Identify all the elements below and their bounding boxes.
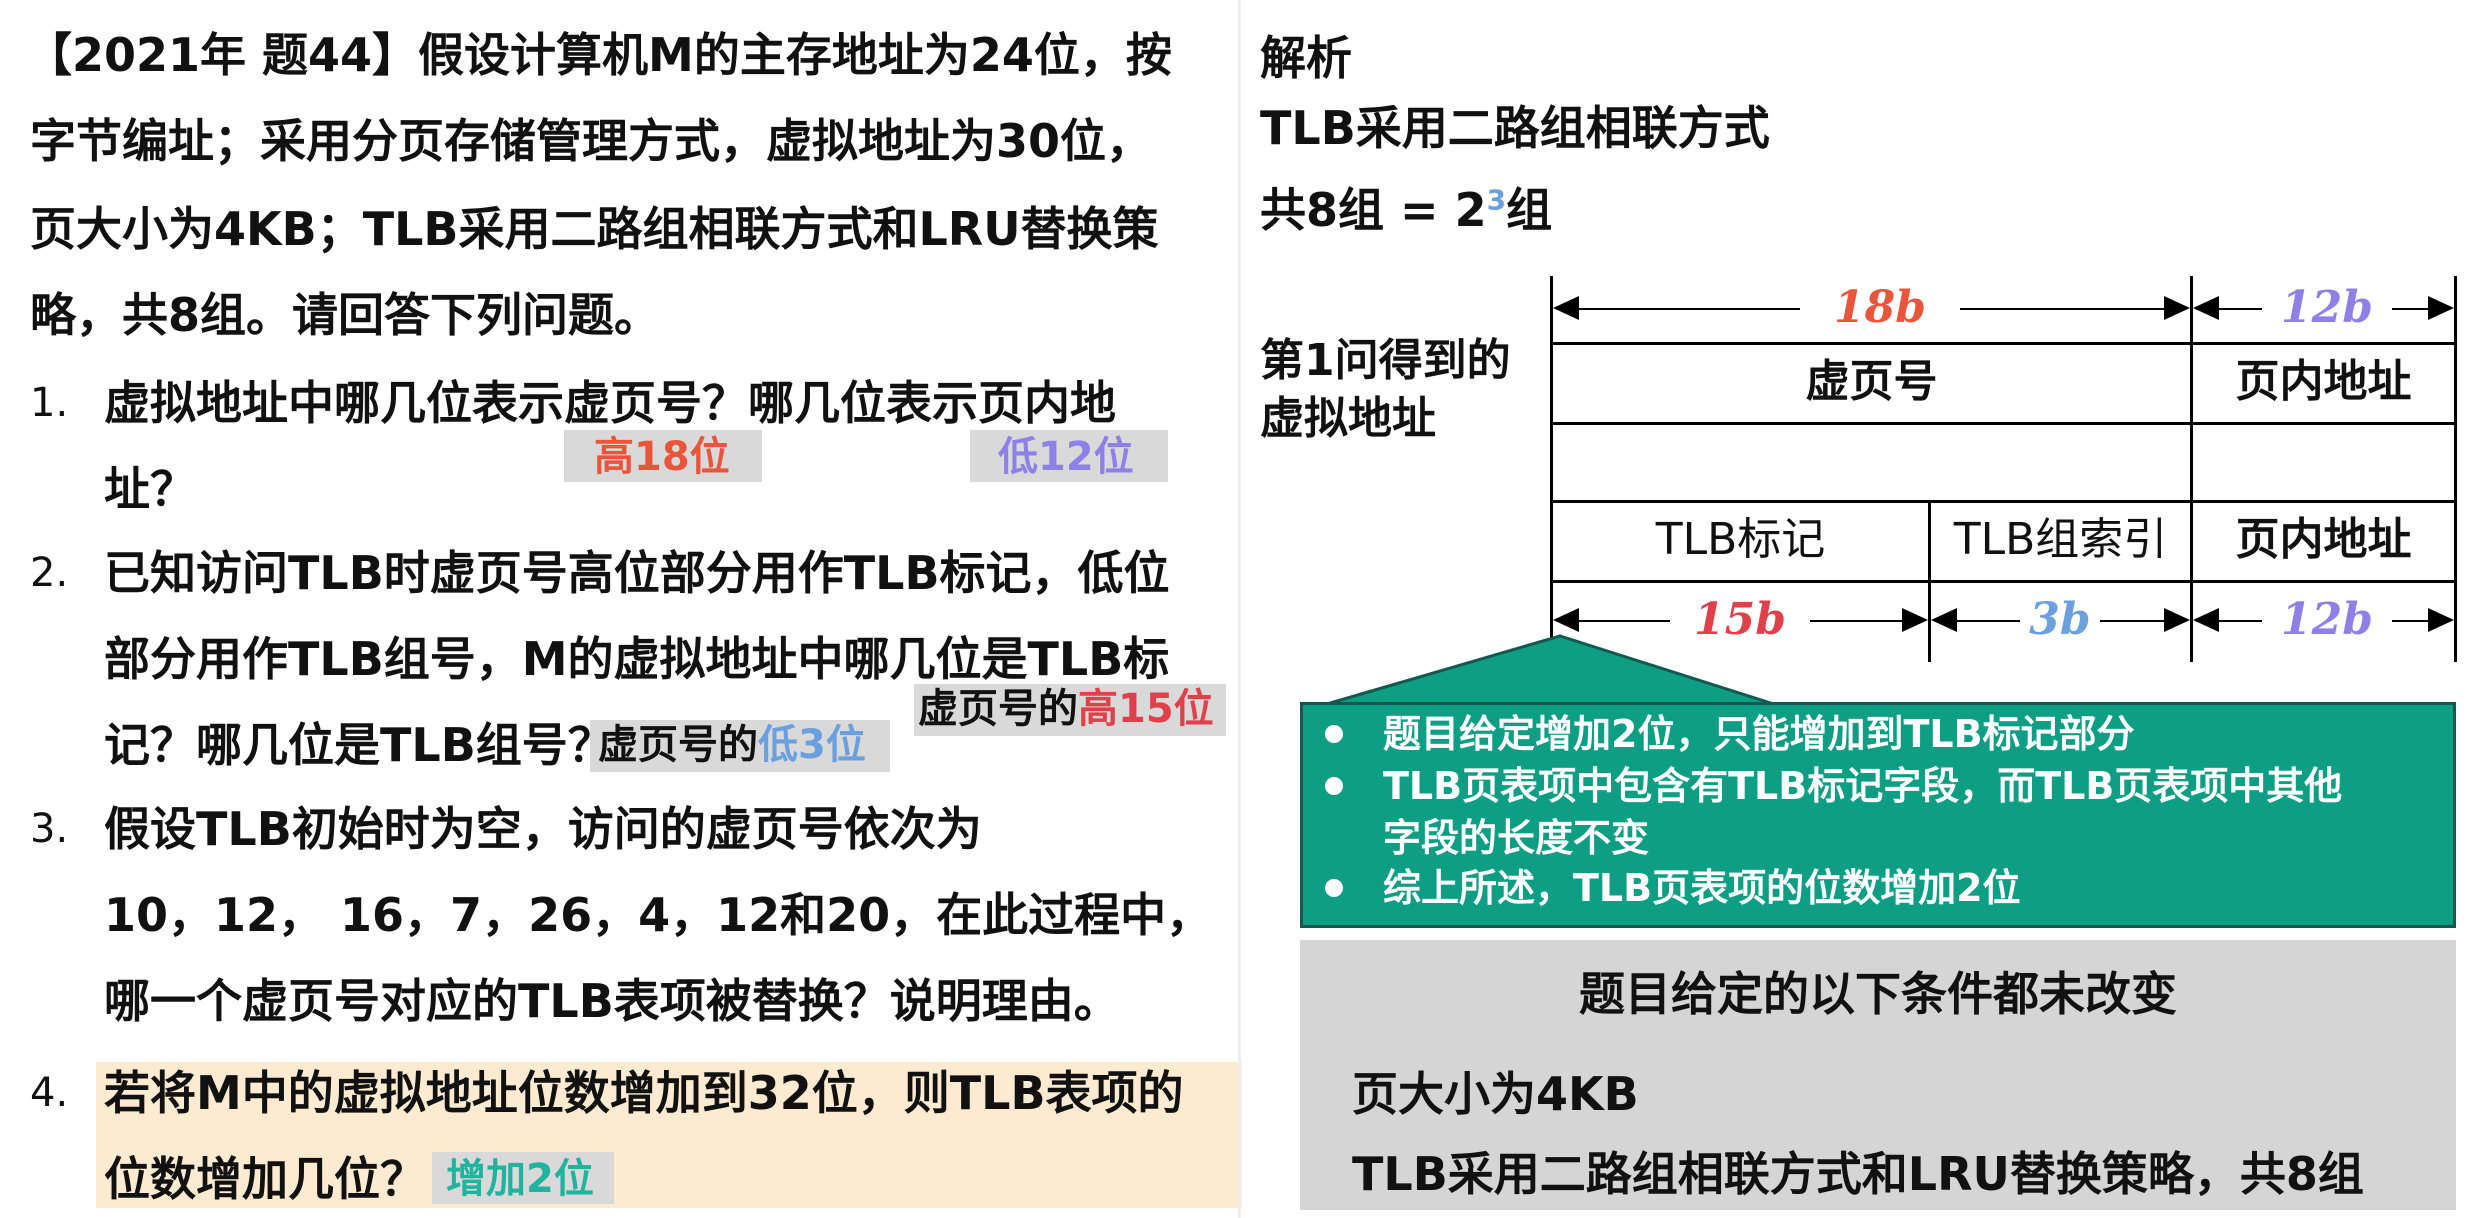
answer-q2-tag-prefix: 虚页号的 — [918, 686, 1078, 732]
dim-index-3b: 3b — [2020, 598, 2100, 642]
conditions-line-2: TLB采用二路组相联方式和LRU替换策略，共8组 — [1352, 1147, 2364, 1201]
callout-pointer — [1319, 634, 1781, 708]
analysis-line-2: 共8组 = 23组 — [1260, 174, 1552, 240]
question-2-line-3: 记？哪几位是TLB组号？ — [104, 718, 614, 772]
conditions-line-1: 页大小为4KB — [1352, 1067, 1639, 1121]
analysis-line-2-exponent: 3 — [1486, 183, 1507, 217]
callout-bullet-3: 综上所述，TLB页表项的位数增加2位 — [1383, 866, 2021, 910]
answer-q1-high-bits: 高18位 — [594, 434, 730, 480]
question-3-line-3: 哪一个虚页号对应的TLB表项被替换？说明理由。 — [104, 974, 1120, 1028]
callout-bullet-2-line-2: 字段的长度不变 — [1383, 816, 1650, 860]
question-3-line-2: 10，12， 16，7，26，4，12和20，在此过程中， — [104, 888, 1213, 942]
question-intro-line-2: 字节编址；采用分页存储管理方式，虚拟地址为30位， — [30, 114, 1153, 168]
question-3-number: 3. — [30, 806, 69, 852]
answer-q2-index-prefix: 虚页号的 — [598, 722, 758, 768]
question-4-line-2: 位数增加几位？ — [104, 1152, 426, 1206]
question-intro-line-3: 页大小为4KB；TLB采用二路组相联方式和LRU替换策 — [30, 202, 1159, 256]
unchanged-conditions-box: 题目给定的以下条件都未改变 页大小为4KB TLB采用二路组相联方式和LRU替换… — [1300, 940, 2456, 1210]
field-page-offset-top: 页内地址 — [2235, 356, 2412, 407]
answer-q1-low-bits: 低12位 — [998, 434, 1134, 480]
field-virtual-page-number: 虚页号 — [1805, 356, 1938, 407]
dim-offset-12b-bottom: 12b — [2262, 598, 2392, 642]
answer-q4: 增加2位 — [446, 1156, 594, 1202]
answer-q2-index: 虚页号的低3位 — [598, 722, 866, 768]
question-4-highlight — [96, 1062, 1242, 1208]
question-2-line-2: 部分用作TLB组号，M的虚拟地址中哪几位是TLB标 — [104, 632, 1170, 686]
question-3-line-1: 假设TLB初始时为空，访问的虚页号依次为 — [104, 802, 982, 856]
diagram-label-line-2: 虚拟地址 — [1260, 393, 1436, 444]
dim-tag-15b: 15b — [1670, 598, 1810, 642]
field-tlb-set-index: TLB组索引 — [1953, 514, 2168, 565]
answer-highlight-q4 — [432, 1152, 614, 1204]
callout-box: 题目给定增加2位，只能增加到TLB标记部分 TLB页表项中包含有TLB标记字段，… — [1300, 702, 2456, 928]
callout-bullet-1: 题目给定增加2位，只能增加到TLB标记部分 — [1383, 712, 2135, 756]
analysis-line-2-prefix: 共8组 = 2 — [1260, 183, 1487, 237]
analysis-line-2-suffix: 组 — [1506, 183, 1553, 237]
field-page-offset-bottom: 页内地址 — [2235, 514, 2412, 565]
dim-vpn-18b: 18b — [1800, 286, 1960, 330]
diagram-label-line-1: 第1问得到的 — [1260, 335, 1511, 386]
question-intro-line-1: 【2021年 题44】假设计算机M的主存地址为24位，按 — [26, 28, 1172, 82]
analysis-line-1: TLB采用二路组相联方式 — [1260, 101, 1770, 155]
answer-q2-tag: 虚页号的高15位 — [918, 686, 1214, 732]
analysis-title: 解析 — [1260, 31, 1352, 85]
field-tlb-tag: TLB标记 — [1655, 514, 1826, 565]
conditions-title: 题目给定的以下条件都未改变 — [1579, 967, 2177, 1021]
answer-q2-tag-value: 高15位 — [1078, 686, 1214, 732]
answer-highlight-q2-index — [590, 720, 890, 772]
answer-highlight-q1-low — [970, 430, 1168, 482]
column-divider — [1238, 0, 1241, 1218]
question-intro-line-4: 略，共8组。请回答下列问题。 — [30, 288, 661, 342]
question-1-line-2: 址？ — [104, 462, 196, 516]
answer-highlight-q1-high — [564, 430, 762, 482]
question-1-line-1: 虚拟地址中哪几位表示虚页号？哪几位表示页内地 — [104, 376, 1116, 430]
answer-q2-index-value: 低3位 — [758, 722, 866, 768]
callout-bullet-2-line-1: TLB页表项中包含有TLB标记字段，而TLB页表项中其他 — [1383, 764, 2343, 808]
dim-offset-12b-top: 12b — [2262, 286, 2392, 330]
question-4-number: 4. — [30, 1070, 69, 1116]
answer-highlight-q2-tag — [914, 684, 1226, 736]
question-2-line-1: 已知访问TLB时虚页号高位部分用作TLB标记，低位 — [104, 546, 1170, 600]
question-4-line-1: 若将M中的虚拟地址位数增加到32位，则TLB表项的 — [104, 1066, 1184, 1120]
question-1-number: 1. — [30, 380, 69, 426]
question-2-number: 2. — [30, 550, 69, 596]
